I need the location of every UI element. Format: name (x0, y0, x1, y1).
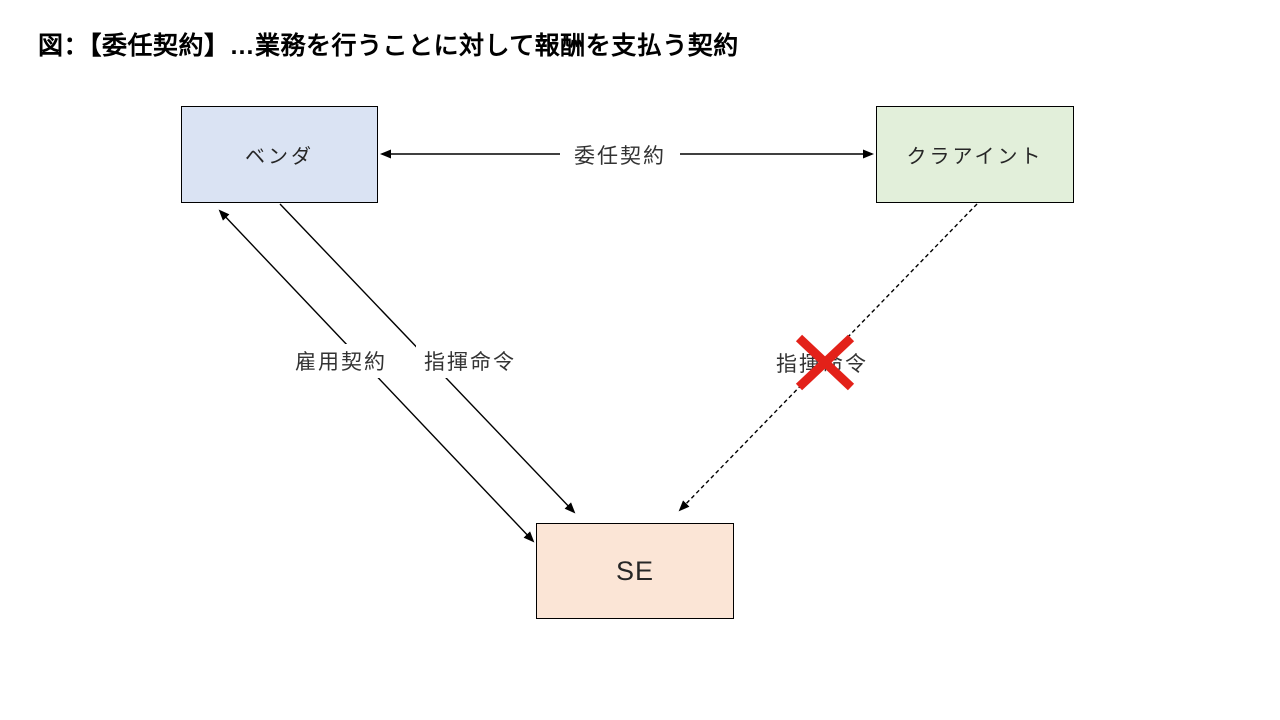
node-vendor-label: ベンダ (245, 146, 314, 168)
edge-command-client-label: 指揮命令 (768, 346, 876, 380)
node-vendor: ベンダ (181, 106, 378, 203)
edge-employment-label: 雇用契約 (287, 344, 395, 378)
node-se: SE (536, 523, 734, 619)
node-client: クラアイント (876, 106, 1074, 203)
edge-delegation-label: 委任契約 (560, 138, 680, 172)
edge-command-vendor-label: 指揮命令 (416, 344, 524, 378)
node-client-label: クラアイント (906, 146, 1044, 168)
page-title: 図：【委任契約】…業務を行うことに対して報酬を支払う契約 (38, 32, 739, 60)
node-se-label: SE (615, 555, 655, 586)
